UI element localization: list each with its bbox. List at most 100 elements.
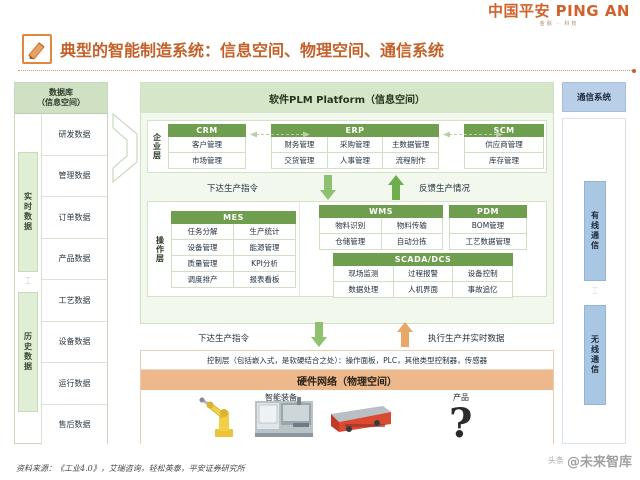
cell-wms-1-0[interactable]: 仓储管理 [319, 234, 382, 250]
cell-mes-3-1[interactable]: 报表看板 [234, 271, 296, 288]
flow-label-execute-bottom: 执行生产并实时数据 [428, 334, 505, 344]
cell-scada-1-1[interactable]: 人机界面 [393, 282, 454, 298]
arrow-up-icon-bottom [396, 322, 414, 348]
db-item-equipment[interactable]: 设备数据 [42, 321, 107, 363]
cell-crm-0-0[interactable]: 客户管理 [168, 137, 246, 153]
cell-mes-2-1[interactable]: KPI分析 [234, 255, 296, 272]
flow-label-dispatch-bottom: 下达生产指令 [198, 334, 250, 344]
database-header-line1: 数据库 [49, 88, 73, 97]
module-mes-title: MES [171, 210, 296, 224]
cell-mes-0-1[interactable]: 生产统计 [234, 223, 296, 240]
cell-erp-0-0[interactable]: 财务管理 [271, 137, 328, 153]
control-layer-text: 控制层（包括嵌入式，是软硬结合之处）：操作面板，PLC，其他类型控制器，传感器 [141, 351, 553, 370]
module-scada-title: SCADA/DCS [333, 253, 513, 266]
cell-scm-0-0[interactable]: 供应商管理 [464, 137, 544, 153]
module-crm[interactable]: CRM 客户管理 市场管理 [168, 124, 246, 169]
band-wired-communication: 有线通信 [584, 181, 606, 281]
cell-wms-1-1[interactable]: 自动分拣 [381, 234, 443, 250]
main-panel: 软件PLM Platform（信息空间） 企业层 CRM 客户管理 市场管理 [140, 82, 554, 444]
arrow-up-icon-top [387, 175, 405, 201]
diagram-stage: 数据库 （信息空间） 实时数据 ⌶ 历史数据 研发数据 管理数据 订单数据 产品… [14, 82, 626, 450]
cell-erp-0-1[interactable]: 采购管理 [327, 137, 384, 153]
table-row: 现场监测 过程报警 设备控制 [333, 266, 514, 282]
cell-mes-1-0[interactable]: 设备管理 [171, 239, 234, 256]
cell-mes-3-0[interactable]: 调度排产 [171, 271, 234, 288]
cell-pdm-1-0[interactable]: 工艺数据管理 [449, 234, 527, 250]
db-item-process[interactable]: 工艺数据 [42, 280, 107, 322]
cell-pdm-0-0[interactable]: BOM管理 [449, 218, 527, 234]
operation-layer-left: 操作层 MES 任务分解 生产统计 设备管理 能源管理 [148, 202, 300, 296]
cell-wms-0-1[interactable]: 物料传输 [381, 218, 443, 234]
table-row: 质量管理 KPI分析 [171, 255, 296, 272]
module-crm-title: CRM [168, 124, 246, 137]
database-header: 数据库 （信息空间） [15, 83, 107, 114]
cell-mes-2-0[interactable]: 质量管理 [171, 255, 234, 272]
arrow-down-icon-bottom [310, 322, 328, 348]
database-band-group: 实时数据 ⌶ 历史数据 [15, 114, 41, 445]
robot-arm-icon [199, 393, 245, 443]
enterprise-layer-label: 企业层 [148, 121, 166, 172]
cell-mes-1-1[interactable]: 能源管理 [234, 239, 296, 256]
watermark-platform: 头条 [547, 456, 564, 465]
db-item-operation[interactable]: 运行数据 [42, 363, 107, 405]
cell-erp-1-2[interactable]: 流程制作 [383, 153, 440, 169]
band-realtime-data: 实时数据 [18, 152, 38, 272]
enterprise-layer-content: CRM 客户管理 市场管理 [166, 121, 546, 172]
cell-scada-1-2[interactable]: 事故追忆 [453, 282, 514, 298]
db-item-order[interactable]: 订单数据 [42, 197, 107, 239]
module-erp[interactable]: ERP 财务管理 采购管理 主数据管理 交货管理 人事管理 流程制作 [271, 124, 440, 169]
db-item-rd[interactable]: 研发数据 [42, 114, 107, 156]
table-row: 供应商管理 [464, 137, 544, 153]
database-body: 实时数据 ⌶ 历史数据 研发数据 管理数据 订单数据 产品数据 工艺数据 设备数… [15, 114, 107, 445]
db-item-management[interactable]: 管理数据 [42, 155, 107, 197]
module-scm-grid: 供应商管理 库存管理 [464, 137, 544, 169]
cell-scada-0-1[interactable]: 过程报警 [393, 266, 454, 282]
database-header-line2: （信息空间） [37, 98, 85, 107]
module-crm-grid: 客户管理 市场管理 [168, 137, 246, 169]
smart-equipment-label: 智能装备 [265, 393, 297, 402]
database-column: 数据库 （信息空间） 实时数据 ⌶ 历史数据 研发数据 管理数据 订单数据 产品… [14, 82, 108, 445]
module-wms-title: WMS [319, 205, 443, 218]
information-space-panel: 软件PLM Platform（信息空间） 企业层 CRM 客户管理 市场管理 [140, 82, 554, 324]
module-scm[interactable]: SCM 供应商管理 库存管理 [464, 124, 544, 169]
cell-scada-0-2[interactable]: 设备控制 [453, 266, 514, 282]
watermark: 头条 @未来智库 [548, 451, 632, 470]
table-row: 物料识别 物料传输 [319, 218, 443, 234]
equipment-showcase: 智能装备 产品 [141, 390, 553, 444]
table-row: 设备管理 能源管理 [171, 239, 296, 256]
watermark-handle: @未来智库 [566, 455, 632, 470]
arrow-down-icon-top [319, 175, 337, 201]
communication-column: 通信系统 有线通信 ⌶ 无线通信 [562, 82, 626, 444]
cell-mes-0-0[interactable]: 任务分解 [171, 223, 234, 240]
physical-space-panel: 控制层（包括嵌入式，是软硬结合之处）：操作面板，PLC，其他类型控制器，传感器 … [140, 350, 554, 444]
plm-platform-title: 软件PLM Platform（信息空间） [141, 83, 553, 113]
cell-erp-1-0[interactable]: 交货管理 [271, 153, 328, 169]
brand-name: 中国平安 PING AN [487, 2, 630, 20]
module-mes-grid: 任务分解 生产统计 设备管理 能源管理 质量管理 KPI分析 [171, 223, 296, 288]
db-item-product[interactable]: 产品数据 [42, 238, 107, 280]
flow-row-bottom: 下达生产指令 执行生产并实时数据 [140, 322, 554, 351]
table-row: 市场管理 [168, 153, 246, 169]
module-scada-grid: 现场监测 过程报警 设备控制 数据处理 人机界面 事故追忆 [333, 266, 514, 298]
cell-scada-0-0[interactable]: 现场监测 [333, 266, 394, 282]
bidirectional-connector-icon [111, 112, 139, 184]
module-pdm-grid: BOM管理 工艺数据管理 [449, 218, 527, 250]
cell-erp-0-2[interactable]: 主数据管理 [383, 137, 440, 153]
flow-label-dispatch-top: 下达生产指令 [207, 184, 259, 194]
db-item-aftersales[interactable]: 售后数据 [42, 404, 107, 445]
product-label: 产品 [453, 393, 469, 402]
table-row: 交货管理 人事管理 流程制作 [271, 153, 440, 169]
table-row: 财务管理 采购管理 主数据管理 [271, 137, 440, 153]
cell-scada-1-0[interactable]: 数据处理 [333, 282, 394, 298]
module-scada-dcs[interactable]: SCADA/DCS 现场监测 过程报警 设备控制 数据处理 人机界面 事故追忆 [333, 253, 514, 298]
communication-body: 有线通信 ⌶ 无线通信 [562, 118, 626, 444]
module-pdm[interactable]: PDM BOM管理 工艺数据管理 [449, 205, 527, 250]
module-mes[interactable]: MES 任务分解 生产统计 设备管理 能源管理 质量管理 [171, 210, 296, 288]
cell-erp-1-1[interactable]: 人事管理 [327, 153, 384, 169]
module-wms[interactable]: WMS 物料识别 物料传输 仓储管理 自动分拣 [319, 205, 443, 250]
cell-crm-1-0[interactable]: 市场管理 [168, 153, 246, 169]
cell-wms-0-0[interactable]: 物料识别 [319, 218, 382, 234]
cell-scm-1-0[interactable]: 库存管理 [464, 153, 544, 169]
band-history-data: 历史数据 [18, 292, 38, 412]
communication-band-link-icon: ⌶ [592, 286, 598, 297]
